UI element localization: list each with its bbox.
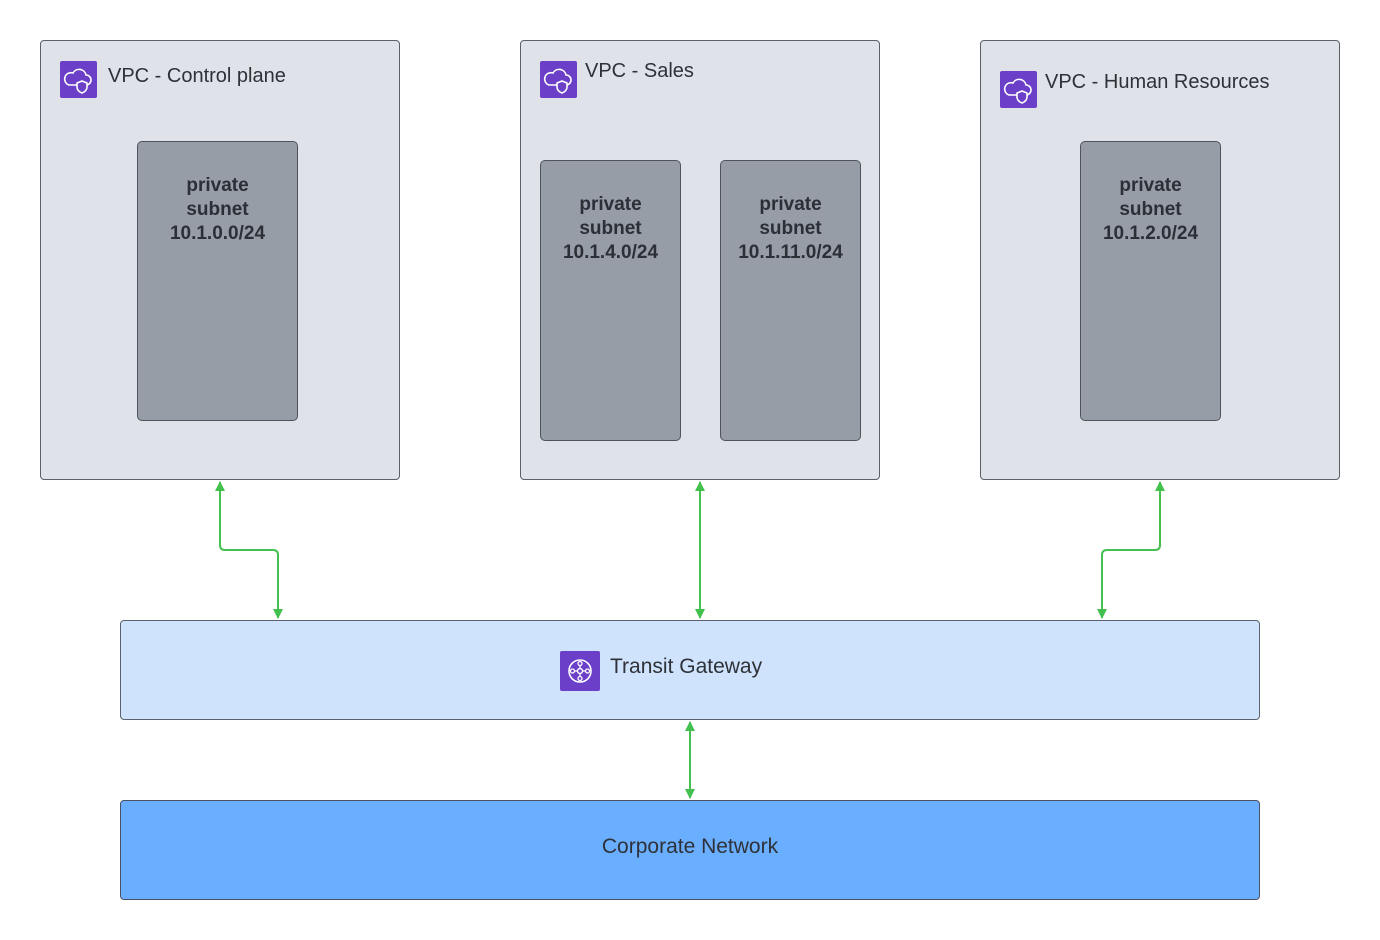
- vpc-control-plane[interactable]: VPC - Control plane private subnet 10.1.…: [40, 40, 400, 480]
- subnet-cidr: 10.1.11.0/24: [738, 242, 843, 263]
- subnet-cidr: 10.1.0.0/24: [169, 223, 266, 244]
- vpc-title: VPC - Sales: [585, 60, 694, 82]
- subnet-label-line2: subnet: [186, 199, 249, 220]
- transit-gateway[interactable]: Transit Gateway: [120, 620, 1260, 720]
- corporate-network-label: Corporate Network: [601, 835, 779, 858]
- connector-control-plane: [215, 481, 283, 619]
- subnet-cidr: 10.1.4.0/24: [562, 242, 659, 263]
- subnet-label-line1: private: [759, 194, 822, 215]
- transit-gateway-label: Transit Gateway: [610, 655, 763, 678]
- transit-gateway-icon: [560, 651, 600, 691]
- vpc-title: VPC - Human Resources: [1045, 71, 1270, 93]
- subnet-label-line2: subnet: [1119, 199, 1182, 220]
- connector-human-resources: [1097, 481, 1165, 619]
- vpc-human-resources[interactable]: VPC - Human Resources private subnet 10.…: [980, 40, 1340, 480]
- private-subnet[interactable]: private subnet 10.1.2.0/24: [1080, 141, 1221, 421]
- corporate-network[interactable]: Corporate Network: [120, 800, 1260, 900]
- private-subnet[interactable]: private subnet 10.1.4.0/24: [540, 160, 681, 441]
- vpc-title: VPC - Control plane: [108, 65, 286, 87]
- vpc-cloud-shield-icon: [60, 61, 97, 98]
- subnet-label-line1: private: [186, 175, 249, 196]
- subnet-label-line1: private: [1119, 175, 1182, 196]
- vpc-cloud-shield-icon: [540, 61, 577, 98]
- vpc-sales[interactable]: VPC - Sales private subnet 10.1.4.0/24 p…: [520, 40, 880, 480]
- subnet-label-line1: private: [579, 194, 642, 215]
- subnet-label-line2: subnet: [759, 218, 822, 239]
- subnet-cidr: 10.1.2.0/24: [1102, 223, 1199, 244]
- vpc-cloud-shield-icon: [1000, 71, 1037, 108]
- private-subnet[interactable]: private subnet 10.1.0.0/24: [137, 141, 298, 421]
- subnet-label-line2: subnet: [579, 218, 642, 239]
- private-subnet[interactable]: private subnet 10.1.11.0/24: [720, 160, 861, 441]
